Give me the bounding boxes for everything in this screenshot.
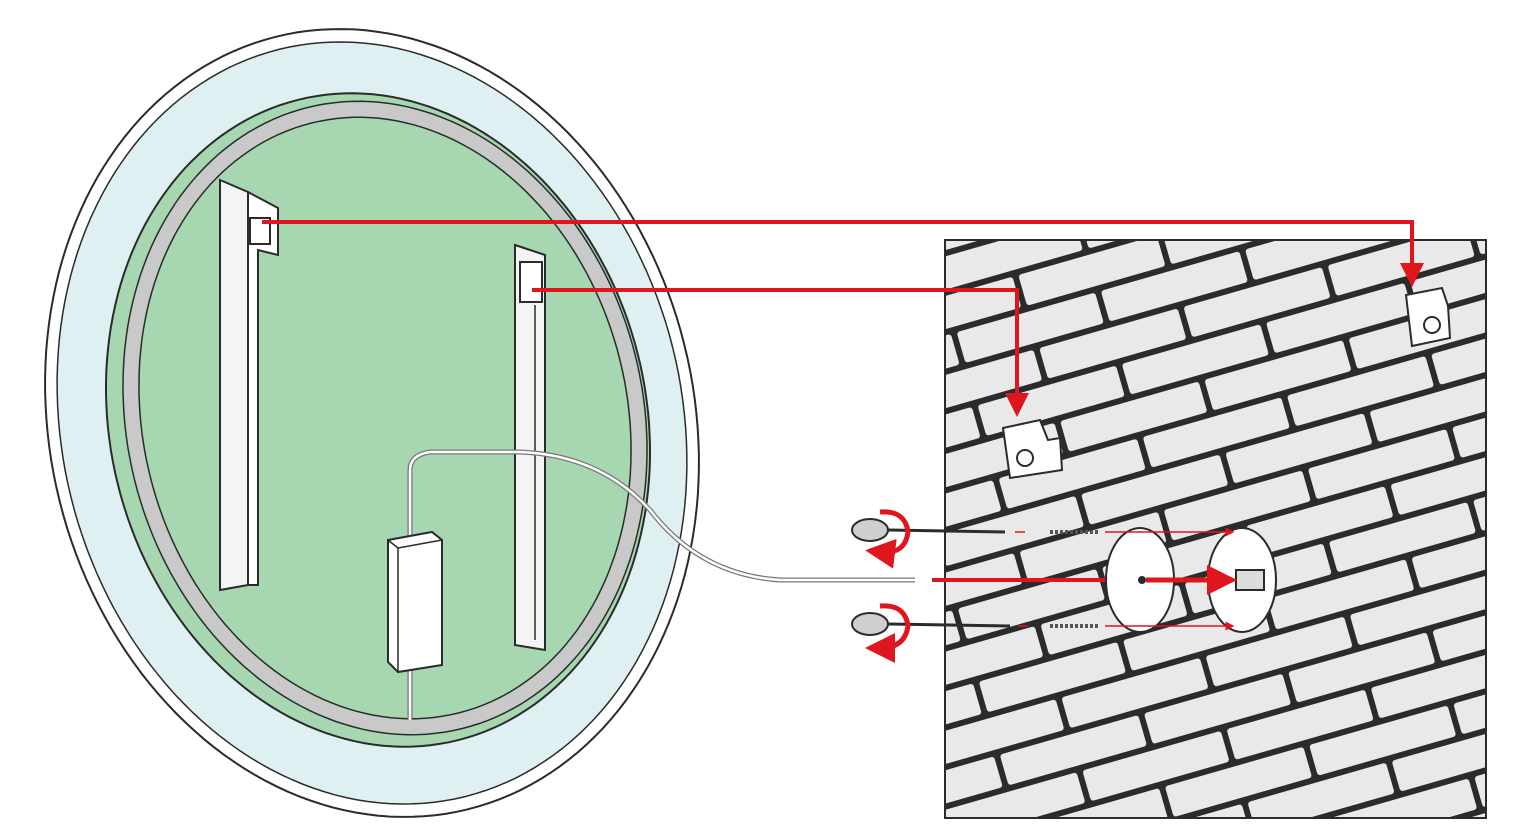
wall-border [944, 239, 1487, 819]
wall-bracket-right [1404, 286, 1452, 348]
rotate-arrow-icon [865, 603, 911, 663]
direction-arrows [262, 220, 1424, 626]
screwdriver-bottom [851, 603, 1011, 663]
terminal-block [1235, 569, 1265, 591]
ring-outline-outer [122, 100, 648, 736]
hanging-rail-left [219, 178, 279, 592]
brick-wall [945, 240, 1486, 818]
power-cable-highlight [408, 450, 915, 720]
mirror [44, 28, 700, 818]
ring-outline-inner [138, 116, 632, 720]
cover-plate-hole [1138, 576, 1146, 584]
hanging-rail-right [514, 243, 546, 652]
arrow-to-left-bracket [532, 288, 1029, 417]
rotate-arrow-icon [865, 509, 911, 569]
wall-bracket-left [1001, 418, 1064, 480]
led-driver-box [387, 530, 443, 674]
arrow-to-right-bracket [262, 220, 1424, 287]
mirror-frame-ring [124, 102, 646, 734]
screwdriver-top [851, 509, 1006, 569]
screw-icon [1423, 316, 1441, 334]
screw-icon [1016, 449, 1034, 467]
